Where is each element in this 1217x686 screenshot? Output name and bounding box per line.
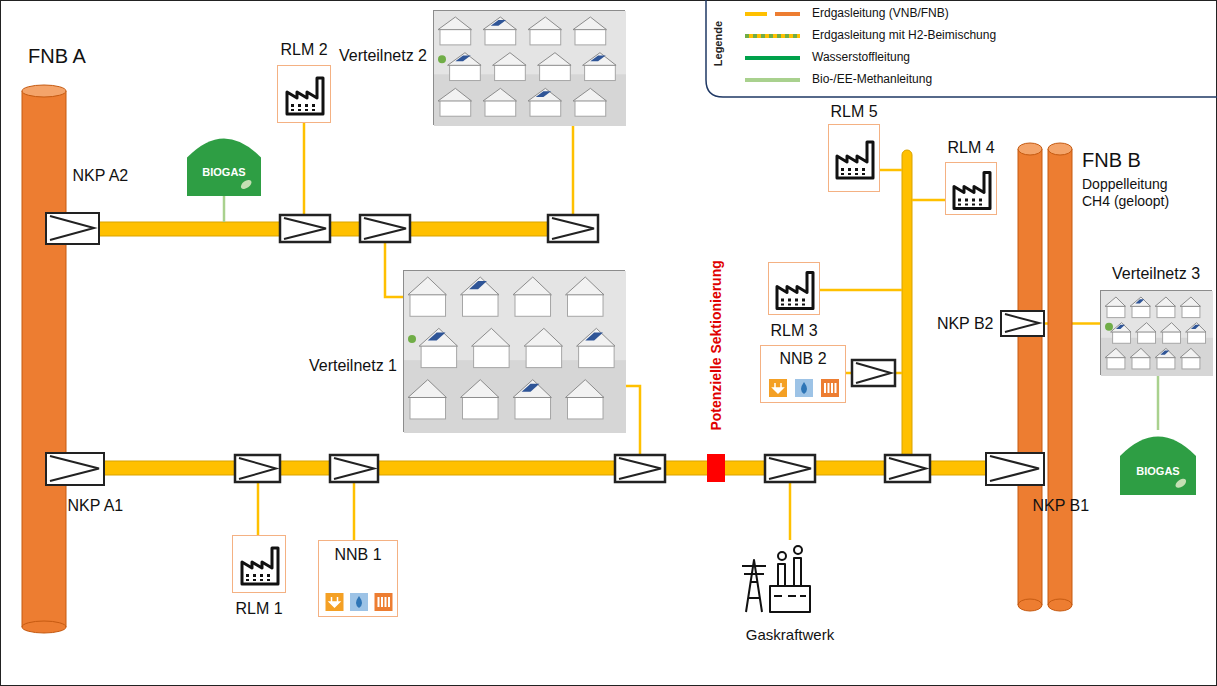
valve-symbol: [615, 455, 665, 482]
legend-sample: [745, 36, 800, 37]
factory-icon-shape: [946, 163, 998, 216]
pipe-connector: [1157, 375, 1160, 430]
factory-icon: RLM 1: [232, 535, 286, 593]
utility-box: NNB 1: [318, 540, 398, 617]
section-note: Potenzielle Sektionierung: [708, 260, 725, 430]
utility-box: NNB 2: [760, 345, 846, 403]
legend-samples: [745, 14, 800, 80]
branch-line: [353, 482, 356, 540]
valve-symbol: NKP A2: [45, 212, 100, 245]
double-pipeline: FNB BDoppelleitung CH4 (geloopt): [1018, 143, 1072, 611]
power-plant-icon-shape: [740, 540, 814, 620]
valve-symbol: [360, 215, 410, 242]
houses-box-shape: [1101, 291, 1213, 376]
legend-title: Legende: [712, 21, 725, 66]
valve-symbol: [235, 455, 280, 482]
valve-symbol: NKP A1: [45, 452, 105, 486]
biogas-tank: BIOGAS: [187, 132, 261, 196]
valve-symbol-shape: [47, 214, 97, 242]
valve-symbol-shape: [47, 454, 102, 483]
valve-symbol: [765, 455, 815, 482]
valve-symbol: NKP B2: [1000, 310, 1045, 337]
factory-icon-shape: [769, 263, 821, 316]
legend-label: Bio-/EE-Methanleitung: [812, 72, 932, 86]
legend-label: Erdgasleitung (VNB/FNB): [812, 6, 949, 20]
biogas-tank: BIOGAS: [1120, 430, 1196, 495]
double-pipeline-shape: [1018, 143, 1072, 611]
node-label: NKP A1: [68, 496, 124, 515]
biogas-tank-shape: [187, 132, 261, 196]
distribution-pipe: [902, 150, 912, 470]
node-label: RLM 1: [235, 599, 282, 618]
valve-symbol: [852, 360, 895, 386]
factory-icon-shape: [233, 536, 287, 594]
node-label: NKP A2: [73, 166, 129, 185]
legend-label: Wasserstoffleitung: [812, 50, 910, 64]
valve-symbol: [330, 455, 378, 482]
node-label: BIOGAS: [1136, 465, 1179, 478]
node-label: FNB A: [28, 44, 86, 68]
node-label: RLM 4: [947, 138, 994, 157]
factory-icon-shape: [278, 66, 332, 124]
node-label: BIOGAS: [202, 166, 245, 179]
branch-line: [303, 123, 306, 215]
biomethane-line: [223, 196, 226, 222]
factory-icon: RLM 2: [277, 65, 331, 123]
node-label: Verteilnetz 3: [1112, 264, 1200, 283]
distribution-pipe: [60, 461, 1020, 475]
biogas-tank-shape: [1120, 430, 1196, 495]
node-label: Gaskraftwerk: [746, 626, 834, 644]
legend-sample: [745, 14, 800, 15]
legend-sample: [745, 58, 800, 59]
factory-icon: RLM 3: [768, 262, 820, 315]
houses-box-shape: [404, 271, 626, 433]
valve-symbol: NKP B1: [985, 452, 1045, 486]
node-label: NKP B2: [937, 314, 994, 333]
pipeline-cylinder-shape: [22, 85, 66, 633]
houses-box: Verteilnetz 2: [433, 10, 625, 125]
node-label: NNB 2: [779, 349, 826, 368]
valve-symbol-shape: [987, 454, 1042, 483]
branch-line: [257, 482, 260, 535]
houses-box: Verteilnetz 3: [1100, 290, 1212, 375]
legend-label: Erdgasleitung mit H2-Beimischung: [812, 28, 996, 42]
node-label: Verteilnetz 1: [309, 356, 397, 375]
node-label: RLM 5: [830, 102, 877, 121]
valve-symbol: [548, 215, 598, 242]
branch-line: [385, 242, 403, 297]
legend-sample: [745, 80, 800, 81]
branch-line: [820, 289, 902, 292]
node-label: NKP B1: [1033, 496, 1090, 515]
branch-line: [625, 386, 640, 455]
legend-border: [706, 0, 1217, 97]
branch-line: [880, 169, 902, 172]
section-marker: [707, 454, 725, 482]
node-label: NNB 1: [334, 545, 381, 564]
branch-line: [789, 482, 792, 540]
node-note: Doppelleitung CH4 (geloopt): [1082, 176, 1180, 210]
valve-symbol-shape: [1002, 312, 1042, 334]
branch-line: [912, 199, 945, 202]
factory-icon-shape: [829, 125, 881, 193]
factory-icon: RLM 4: [945, 162, 997, 215]
houses-box: Verteilnetz 1: [403, 270, 625, 432]
pipeline-cylinder: FNB A: [22, 85, 66, 633]
houses-box-shape: [434, 11, 626, 126]
valve-symbol: [885, 455, 930, 482]
factory-icon: RLM 5: [828, 124, 880, 192]
node-label: FNB B: [1082, 148, 1141, 172]
valve-symbol: [280, 215, 330, 242]
branch-line: [572, 125, 575, 215]
power-plant-icon: Gaskraftwerk: [740, 540, 814, 620]
node-label: Verteilnetz 2: [339, 46, 427, 65]
node-label: RLM 3: [770, 321, 817, 340]
node-label: RLM 2: [280, 40, 327, 59]
